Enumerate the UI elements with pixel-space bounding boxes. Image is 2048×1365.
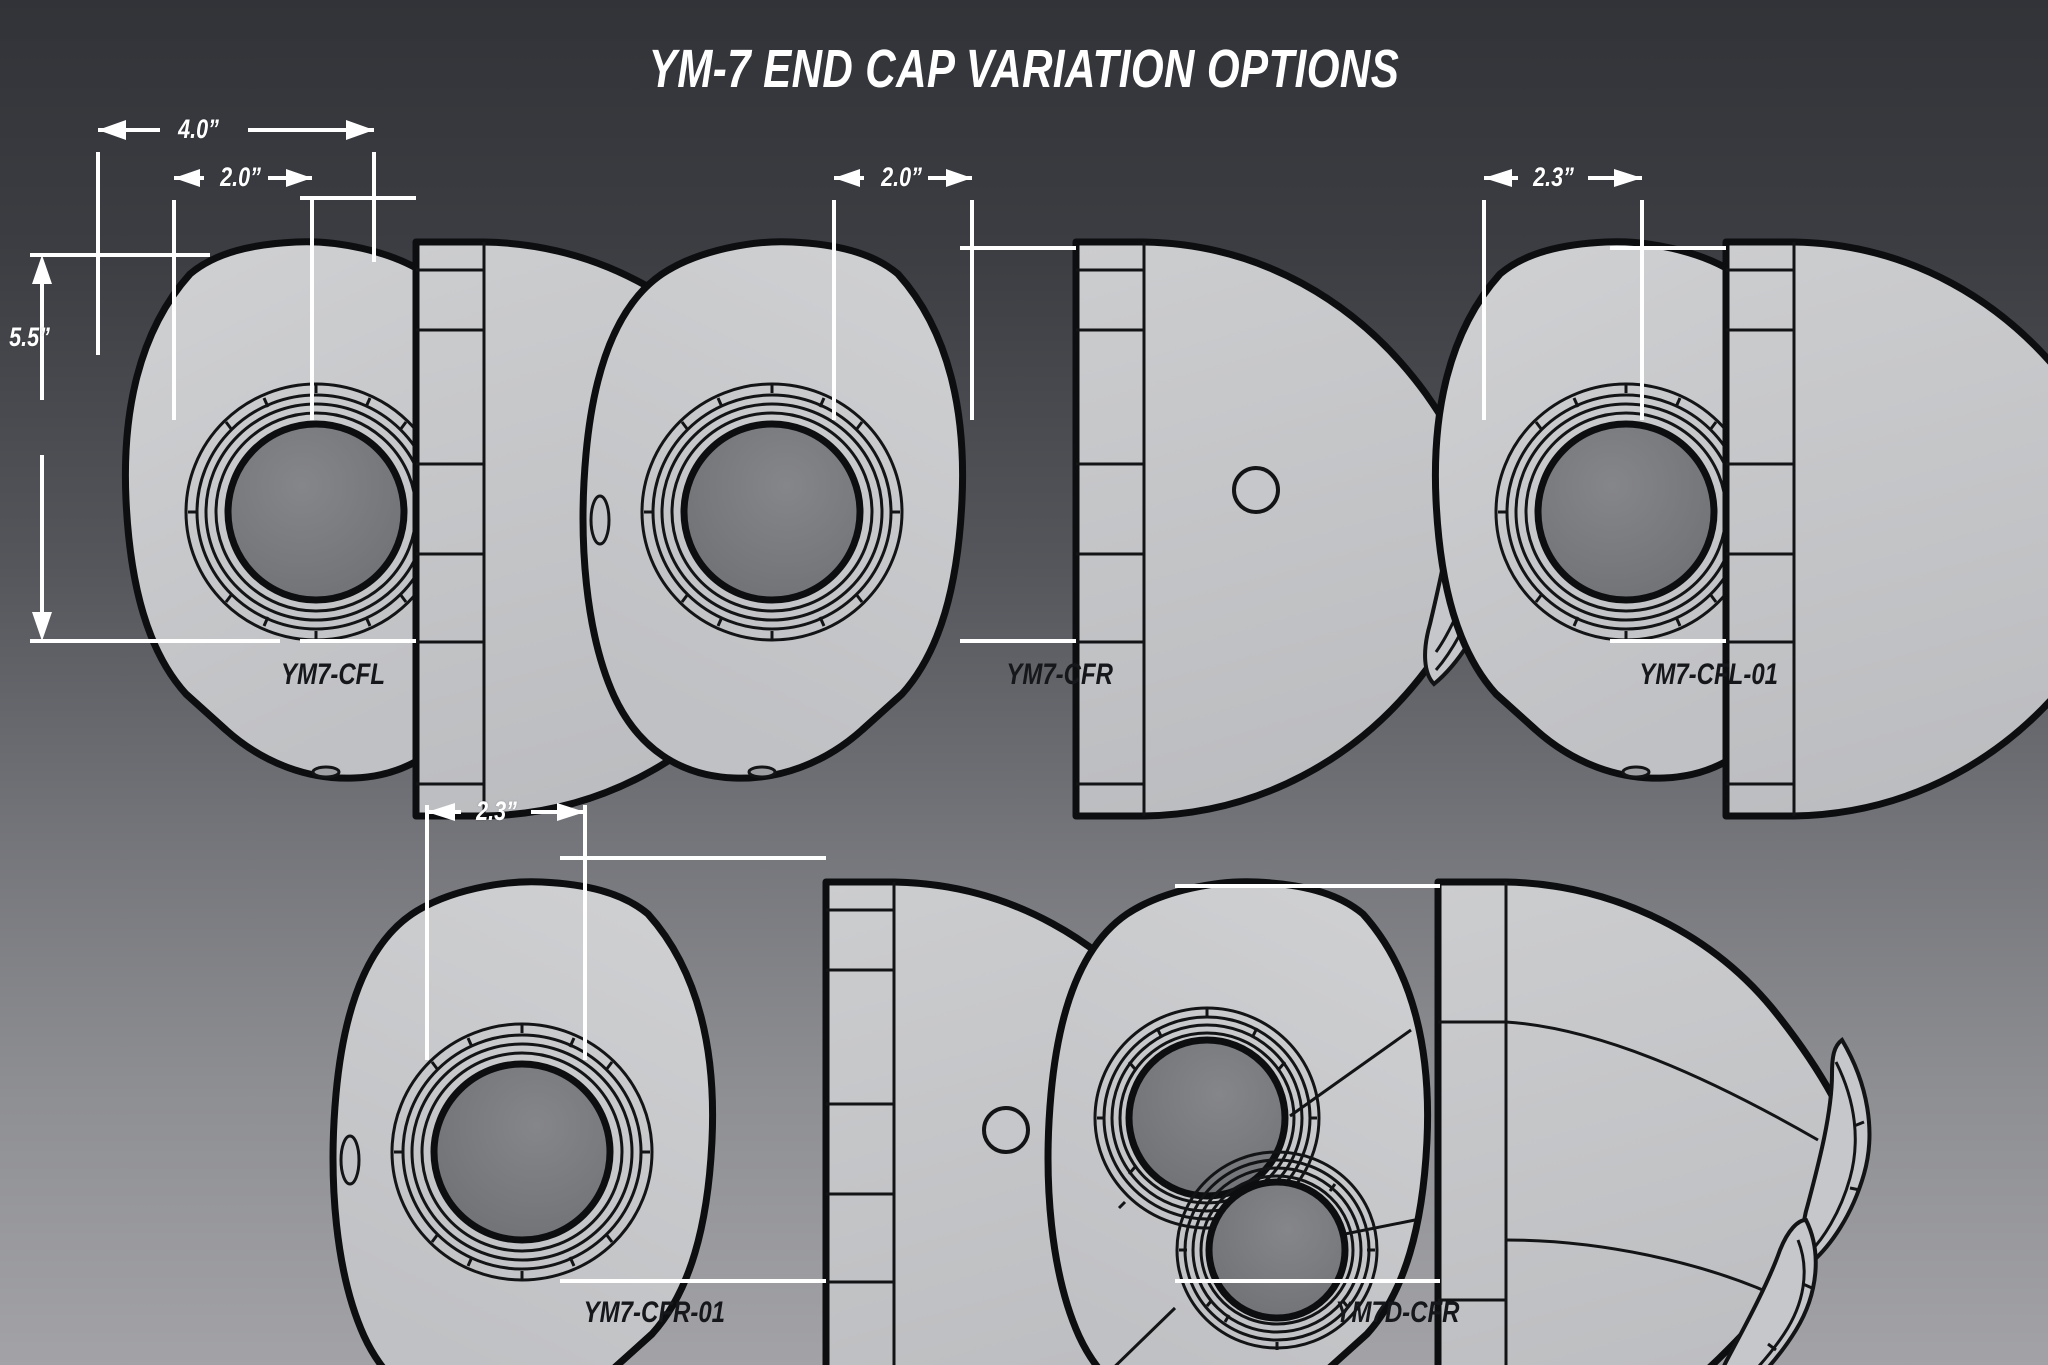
part-label-ym7-cfl-01: YM7-CFL-01 (1639, 658, 1779, 691)
dimension-label-bore-cfr: 2.0” (881, 162, 922, 192)
part-drawing-ym7-cfr (583, 242, 1503, 816)
dimension-label-height-overall: 5.5” (9, 322, 50, 352)
dimension-lines-ym7d-cfr (1175, 884, 1440, 1283)
part-label-ym7-cfr-01: YM7-CFR-01 (583, 1296, 726, 1329)
dimension-label-width-overall: 4.0” (178, 114, 219, 144)
dimension-label-bore-cfr-01: 2.3” (476, 796, 517, 826)
dimension-arrows-ym7-cfl-01 (1484, 169, 1642, 187)
dimension-label-bore-cfl: 2.0” (220, 162, 261, 192)
profile-port-circle-cfr-01 (982, 1106, 1030, 1154)
part-label-ym7-cfr: YM7-CFR (1006, 658, 1114, 691)
part-label-ym7d-cfr: YM7D-CFR (1335, 1296, 1460, 1329)
page-title: YM-7 END CAP VARIATION OPTIONS (648, 39, 1400, 99)
dimension-arrows-ym7-cfr (834, 169, 972, 187)
dimension-lines-ym7-cfr-01 (425, 805, 826, 1283)
profile-port-circle-cfr (1232, 466, 1280, 514)
part-drawing-ym7-cfr-01 (333, 882, 1253, 1365)
dimension-arrows-ym7-cfl (32, 120, 374, 641)
dimension-label-bore-cfl-01: 2.3” (1533, 162, 1574, 192)
dimension-arrows-ym7-cfr-01 (427, 803, 585, 821)
part-label-ym7-cfl: YM7-CFL (281, 658, 385, 691)
